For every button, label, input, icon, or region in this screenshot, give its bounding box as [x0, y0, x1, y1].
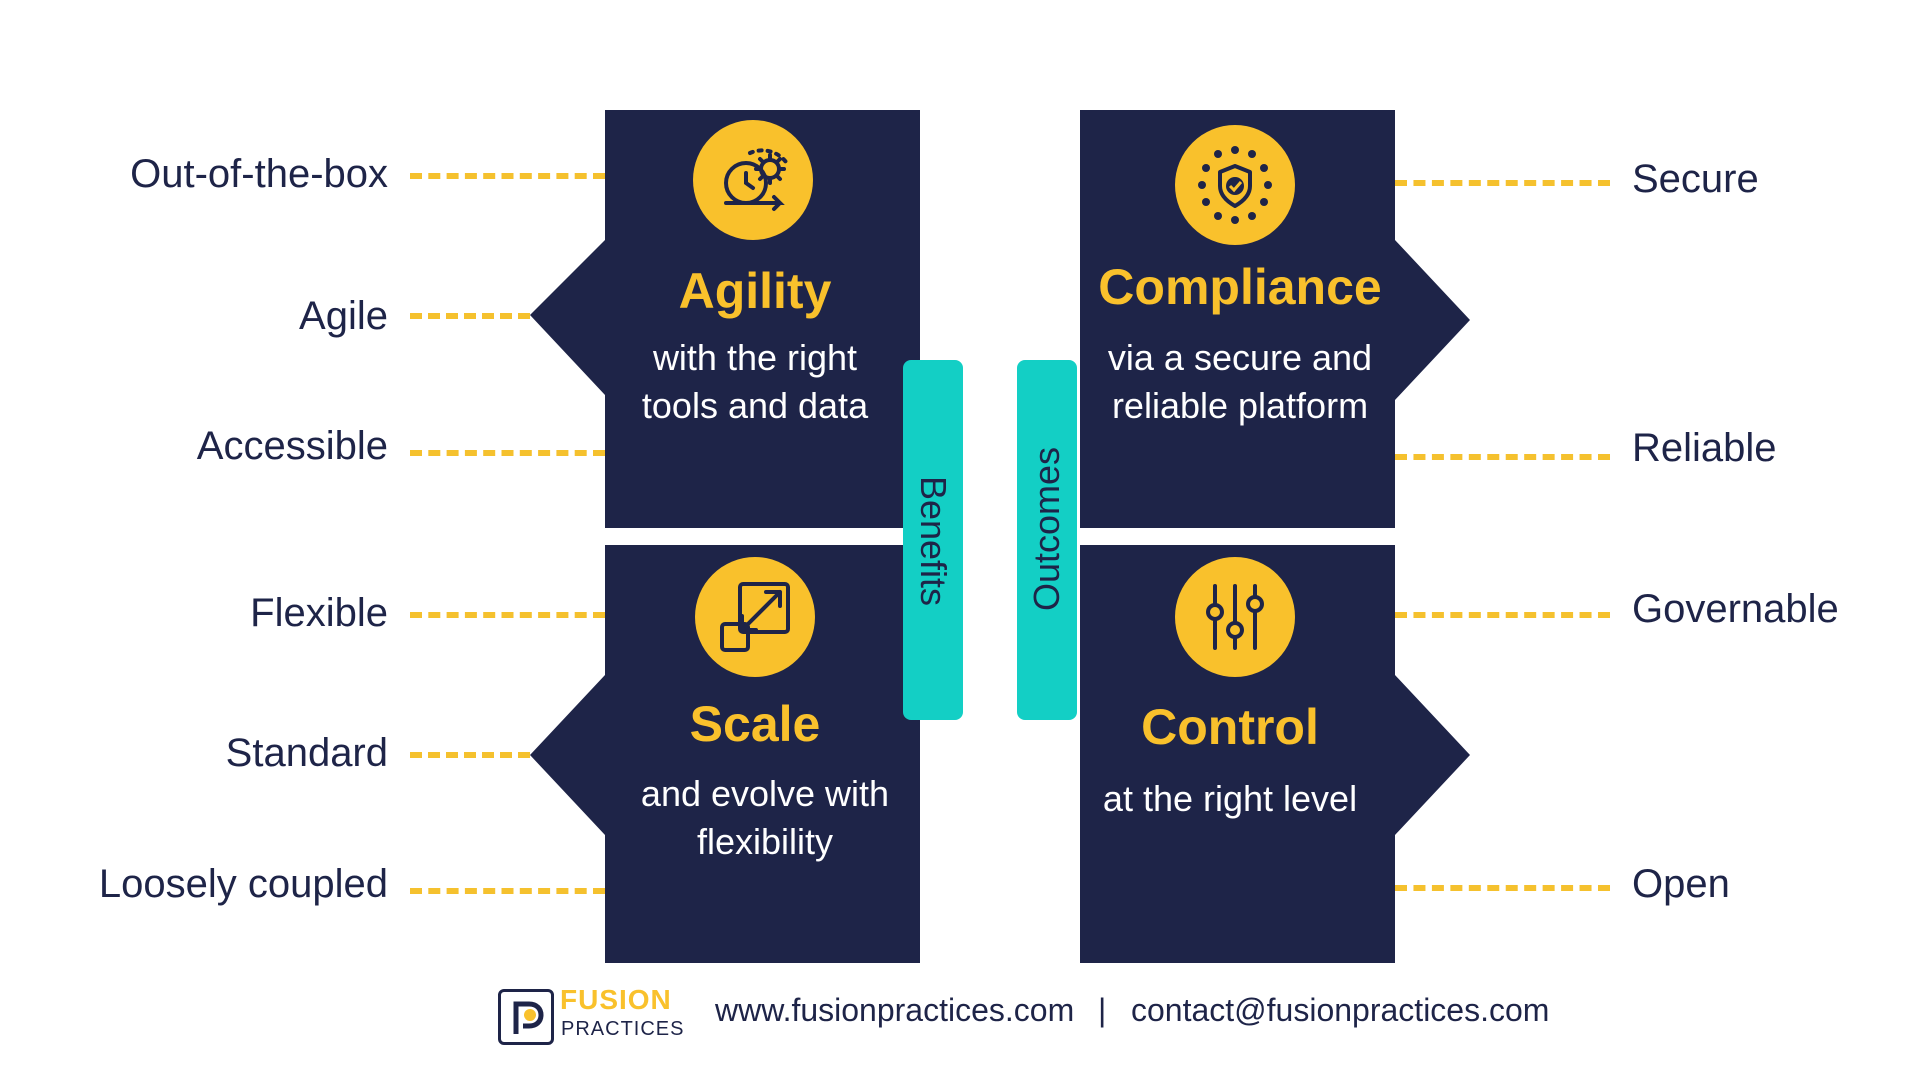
connector-standard — [410, 752, 530, 758]
email-link[interactable]: contact@fusionpractices.com — [1131, 992, 1550, 1028]
benefits-label: Benefits — [913, 475, 954, 607]
label-accessible: Accessible — [196, 424, 388, 468]
compliance-text: via a secure and reliable platform — [1107, 337, 1373, 426]
label-loosely-coupled: Loosely coupled — [98, 862, 388, 906]
benefits-tab — [903, 360, 963, 720]
label-governable: Governable — [1632, 587, 1839, 631]
agility-text: with the right tools and data — [641, 337, 869, 426]
resize-arrows-icon — [695, 557, 815, 677]
website-link[interactable]: www.fusionpractices.com — [715, 992, 1075, 1028]
label-standard: Standard — [225, 731, 388, 775]
connector-governable — [1395, 612, 1610, 618]
label-secure: Secure — [1632, 157, 1759, 201]
label-reliable: Reliable — [1632, 426, 1777, 470]
control-title: Control — [1141, 699, 1319, 755]
label-agile: Agile — [299, 294, 388, 338]
scale-text: and evolve with flexibility — [640, 773, 890, 862]
label-out-of-the-box: Out-of-the-box — [130, 152, 388, 196]
label-open: Open — [1632, 862, 1730, 906]
connector-agile — [410, 313, 530, 319]
connector-secure — [1395, 180, 1610, 186]
scale-title: Scale — [689, 696, 821, 752]
label-flexible: Flexible — [250, 591, 388, 635]
shield-stars-icon — [1175, 125, 1295, 245]
connector-out-of-the-box — [410, 173, 605, 179]
connector-reliable — [1395, 454, 1610, 460]
compliance-title: Compliance — [1098, 259, 1382, 315]
footer-separator: | — [1098, 992, 1107, 1028]
compliance-panel — [1080, 110, 1470, 528]
connector-flexible — [410, 612, 605, 618]
agility-panel — [530, 110, 920, 528]
fusion-logo-icon — [498, 989, 554, 1045]
outcomes-label: Outcomes — [1026, 446, 1067, 611]
outcomes-tab — [1017, 360, 1077, 720]
slider-controls-icon — [1175, 557, 1295, 677]
logo-text-fusion: FUSION — [560, 984, 672, 1015]
connector-open — [1395, 885, 1610, 891]
logo-text-practices: PRACTICES — [561, 1018, 685, 1040]
control-text: at the right level — [1102, 778, 1358, 819]
control-panel — [1080, 545, 1470, 963]
connector-accessible — [410, 450, 605, 456]
connector-loosely-coupled — [410, 888, 605, 894]
agility-gears-clock-icon — [693, 120, 813, 240]
agility-title: Agility — [678, 263, 832, 319]
scale-panel — [530, 545, 920, 963]
